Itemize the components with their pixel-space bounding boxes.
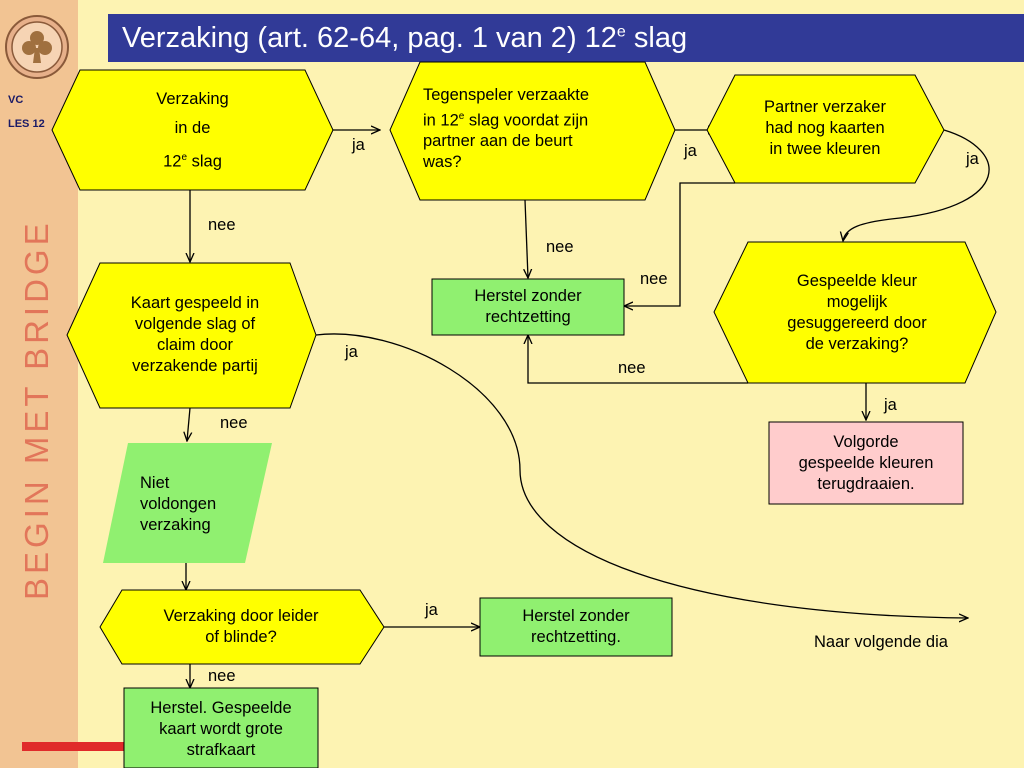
volgorde-text: Volgorde gespeelde kleuren terugdraaien. [798,432,934,493]
decision-leider [99,589,385,665]
gespeelde-kleur-node-text: Gespeelde kleur mogelijk gesuggereerd do… [787,272,927,353]
bmb-club-logo [5,15,69,79]
start-node-text: Verzaking in de 12e slag [156,90,229,171]
edge-label-leider-strafkaart: nee [208,667,236,685]
action-strafkaart [123,687,319,768]
edge-kaart-to-niet [187,407,190,441]
kaart-gespeeld-node-text: Kaart gespeeld in volgende slag of claim… [130,294,260,375]
decision-kaart-gespeeld [66,262,317,409]
edge-label-kaart-niet: nee [220,414,248,432]
edge-tegenspeler-to-herstel [525,199,528,278]
edge-label-partner-gespeelde: ja [966,150,979,168]
edge-gespeelde-to-herstel [528,335,748,384]
action-volgorde [768,421,964,505]
herstel-zonder-1-text: Herstel zonder rechtzetting [474,287,582,326]
edge-label-gespeelde-volgorde: ja [884,396,897,414]
decision-gespeelde-kleur [713,241,997,384]
edge-label-tegenspeler-partner: ja [684,142,697,160]
herstel-zonder-2-text: Herstel zonder rechtzetting. [522,607,630,646]
edge-label-leider-herstel2: ja [425,601,438,619]
edge-label-kaart-next: ja [345,343,358,361]
action-herstel-zonder-1 [431,278,625,336]
accent-red-bar [22,742,130,751]
decision-tegenspeler [389,61,676,201]
decision-start [51,69,334,191]
edge-label-tegenspeler-herstel: nee [546,238,574,256]
edge-label-start-kaart: nee [208,216,236,234]
tegenspeler-node-text: Tegenspeler verzaakte in 12e slag voorda… [423,85,590,172]
title-bar: Verzaking (art. 62-64, pag. 1 van 2) 12e… [108,14,1024,62]
edge-partner-to-herstel [624,182,735,306]
next-slide-label: Naar volgende dia [814,633,948,651]
page-title: Verzaking (art. 62-64, pag. 1 van 2) 12e… [122,22,688,54]
edge-label-gespeelde-herstel: nee [618,359,646,377]
edge-kaart-to-next-slide [315,333,968,618]
edge-label-partner-herstel: nee [640,270,668,288]
sidebar-label-vc: VC [8,94,24,106]
niet-voldongen-text: Niet voldongen verzaking [140,473,217,534]
action-herstel-zonder-2 [479,597,673,657]
leider-node-text: Verzaking door leider of blinde? [163,607,319,646]
partner-node-text: Partner verzaker had nog kaarten in twee… [764,97,886,158]
edge-label-start-tegenspeler: ja [352,136,365,154]
decision-partner [706,74,945,184]
io-niet-voldongen [103,443,272,563]
sidebar-label-les: LES 12 [8,118,45,130]
edge-partner-to-gespeelde [843,129,990,241]
strafkaart-text: Herstel. Gespeelde kaart wordt grote str… [150,698,292,759]
